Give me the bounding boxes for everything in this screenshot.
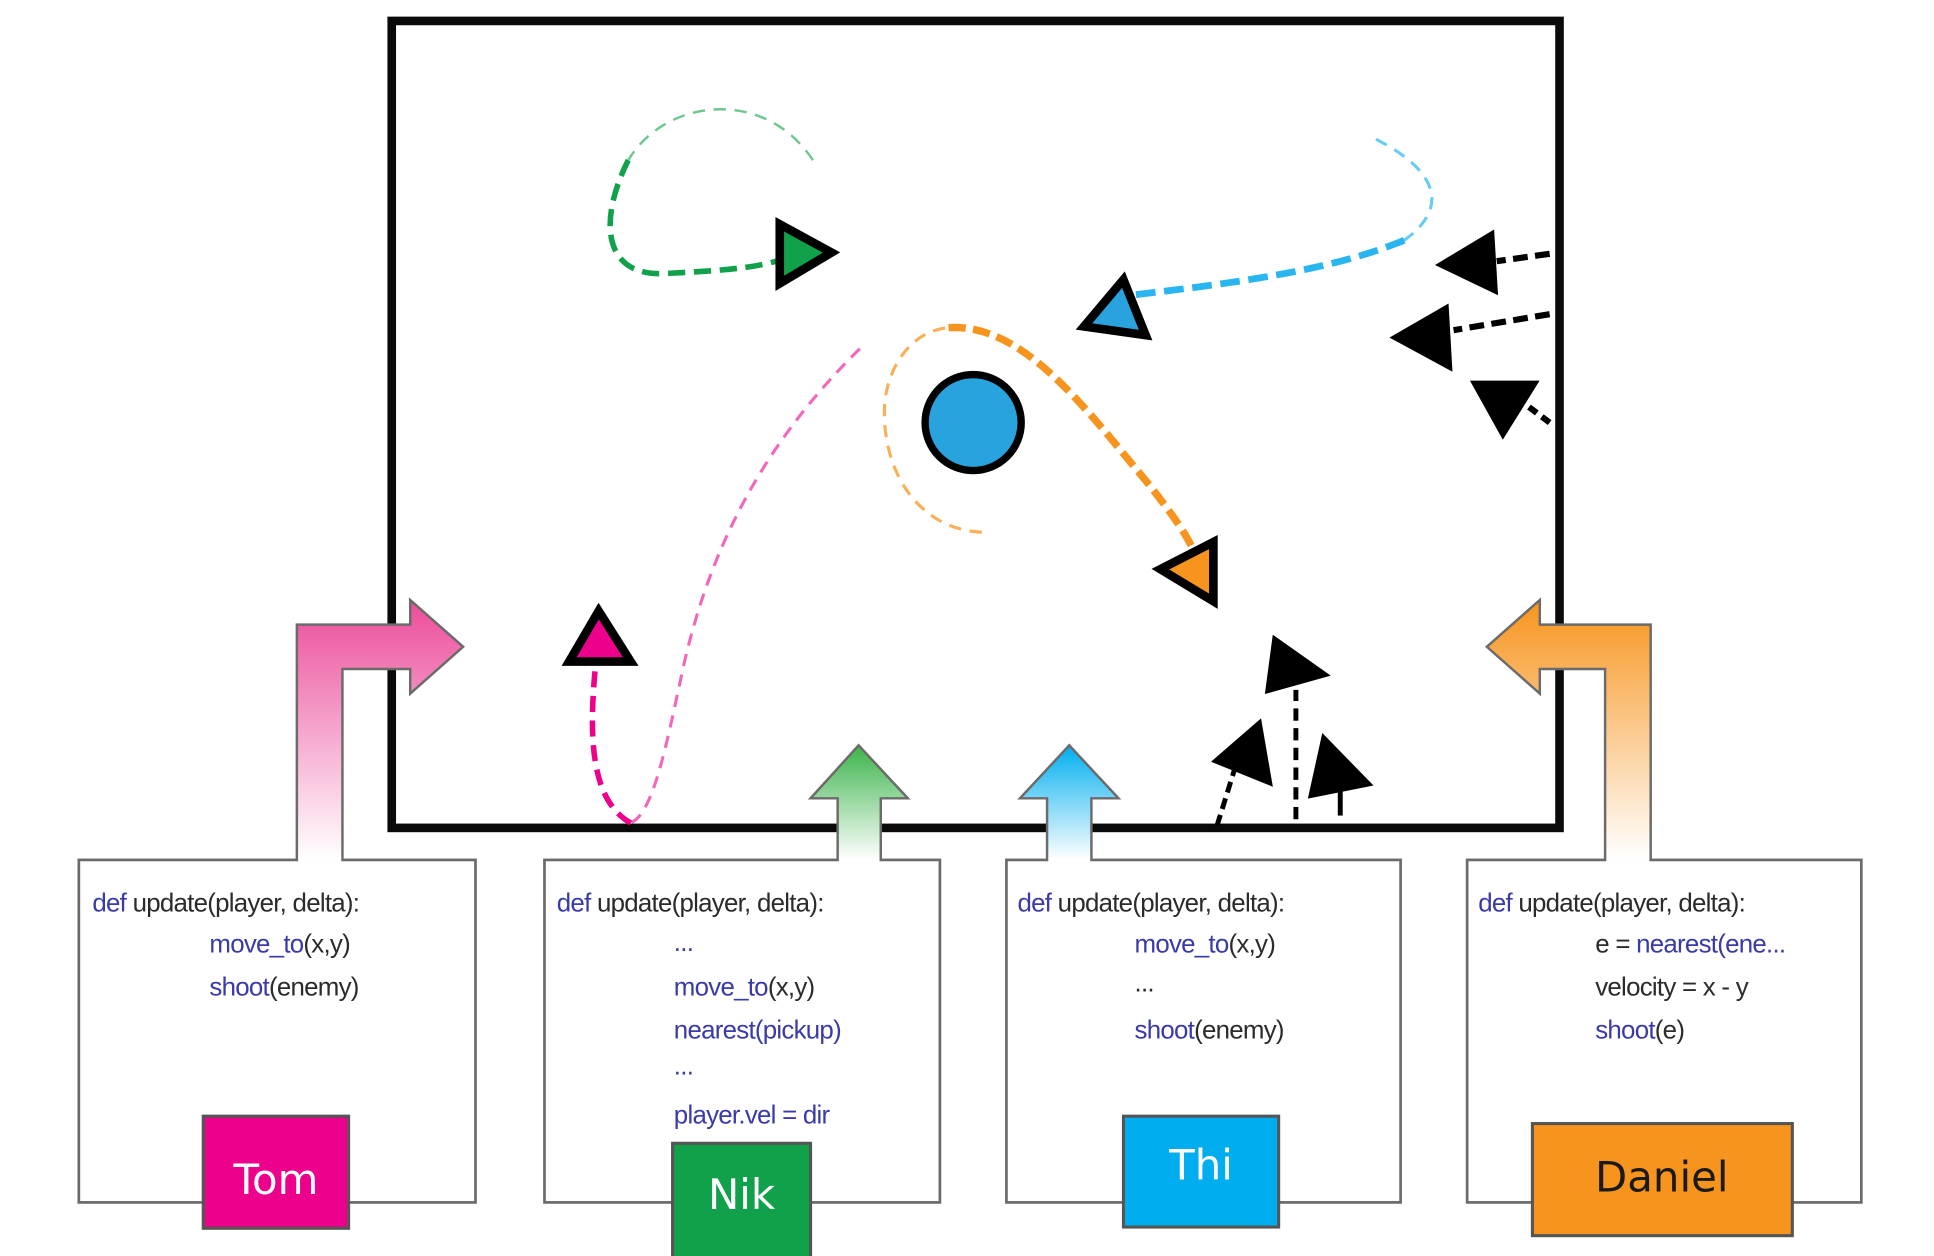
daniel-trajectory-faded: [882, 326, 982, 534]
thi-control-arrow-icon: [1017, 743, 1122, 862]
enemy-triangle: [1469, 380, 1540, 440]
tom-trajectory-faded: [629, 347, 861, 825]
code-line: move_to(x,y): [209, 930, 350, 958]
code-line: e = nearest(ene...: [1595, 930, 1785, 958]
pickup-orb: [921, 370, 1025, 475]
code-text: (enemy): [1194, 1017, 1284, 1045]
code-keyword: def: [92, 890, 127, 918]
code-line: def update(player, delta):: [557, 890, 824, 918]
code-keyword: shoot: [1595, 1017, 1655, 1045]
code-keyword: nearest(ene...: [1636, 930, 1785, 958]
nik-trajectory-faded: [627, 108, 815, 161]
code-keyword: nearest(pickup): [674, 1017, 841, 1045]
code-line: move_to(x,y): [1135, 930, 1276, 958]
code-keyword: move_to: [209, 930, 303, 958]
nik-control-arrow-icon: [807, 743, 911, 862]
code-line: ...: [674, 929, 693, 957]
nik-trajectory: [607, 158, 777, 277]
code-keyword: def: [1478, 890, 1513, 918]
daniel-agent-triangle: [1151, 535, 1218, 609]
code-text: (x,y): [303, 930, 350, 958]
daniel-code: def update(player, delta): e = nearest(en…: [1478, 890, 1786, 1045]
daniel-trajectory: [948, 323, 1196, 550]
code-keyword: def: [1018, 890, 1053, 918]
code-line: def update(player, delta):: [1018, 890, 1285, 918]
player-name: Nik: [708, 1170, 776, 1219]
code-line: ...: [674, 1052, 693, 1080]
code-keyword: move_to: [1135, 930, 1229, 958]
player-name: Tom: [232, 1155, 318, 1204]
code-keyword: ...: [674, 929, 693, 957]
game-arena: [387, 16, 1564, 833]
thi-trajectory: [1126, 237, 1406, 300]
code-line: def update(player, delta):: [92, 890, 359, 918]
trajectories: [589, 108, 1552, 827]
tom-control-arrow-icon: [295, 597, 466, 862]
code-keyword: player.vel = dir: [674, 1102, 831, 1130]
tom-code: def update(player, delta):move_to(x,y)sh…: [92, 890, 360, 1002]
code-keyword: shoot: [1135, 1017, 1195, 1045]
enemy-triangle: [1211, 718, 1273, 787]
code-line: move_to(x,y): [674, 973, 815, 1001]
enemy-trail: [1496, 250, 1551, 265]
enemy-triangle: [1307, 732, 1374, 799]
code-line: nearest(pickup): [674, 1017, 841, 1045]
enemy-triangle: [1389, 303, 1453, 372]
code-keyword: shoot: [209, 973, 269, 1001]
code-keyword: ...: [674, 1052, 693, 1080]
name-tag-tom: Tom: [201, 1114, 351, 1230]
code-text: e =: [1595, 930, 1636, 958]
daniel-control-arrow-icon: [1484, 597, 1652, 862]
player-name: Thi: [1168, 1140, 1233, 1189]
code-line: def update(player, delta):: [1478, 890, 1745, 918]
thi-agent-triangle: [1075, 271, 1153, 341]
enemy-triangle: [1434, 229, 1499, 296]
code-text: ...: [1135, 970, 1154, 998]
code-line: shoot(e): [1595, 1017, 1684, 1045]
code-keyword: def: [557, 890, 592, 918]
nik-code: def update(player, delta):... move_to(x,y…: [557, 890, 842, 1130]
code-text: update(player, delta):: [1512, 890, 1745, 918]
code-text: (e): [1655, 1017, 1684, 1045]
code-line: ...: [1135, 970, 1154, 998]
code-keyword: move_to: [674, 973, 768, 1001]
tom-trajectory: [589, 671, 633, 826]
code-line: player.vel = dir: [674, 1102, 831, 1130]
code-text: (x,y): [768, 973, 815, 1001]
code-text: update(player, delta):: [1051, 890, 1284, 918]
code-text: (x,y): [1229, 930, 1276, 958]
enemy-trail: [1214, 765, 1238, 827]
name-tag-daniel: Daniel: [1530, 1122, 1794, 1238]
thi-trajectory-faded: [1375, 137, 1434, 242]
nik-agent-triangle: [775, 216, 841, 291]
enemy-trail: [1523, 401, 1552, 426]
code-line: shoot(enemy): [1135, 1017, 1284, 1045]
code-text: (enemy): [269, 973, 359, 1001]
enemy-trail: [1453, 311, 1551, 334]
code-line: shoot(enemy): [209, 973, 358, 1001]
name-tag-nik: Nik: [671, 1141, 813, 1256]
code-text: update(player, delta):: [126, 890, 359, 918]
thi-code: def update(player, delta): move_to(x,y)..…: [1018, 890, 1286, 1045]
code-text: velocity = x - y: [1595, 973, 1749, 1001]
tom-agent-triangle: [561, 602, 639, 666]
name-tag-thi: Thi: [1121, 1114, 1281, 1229]
player-name: Daniel: [1595, 1153, 1728, 1202]
code-line: velocity = x - y: [1595, 973, 1749, 1001]
code-text: update(player, delta):: [591, 890, 824, 918]
enemy-triangle: [1264, 634, 1331, 695]
